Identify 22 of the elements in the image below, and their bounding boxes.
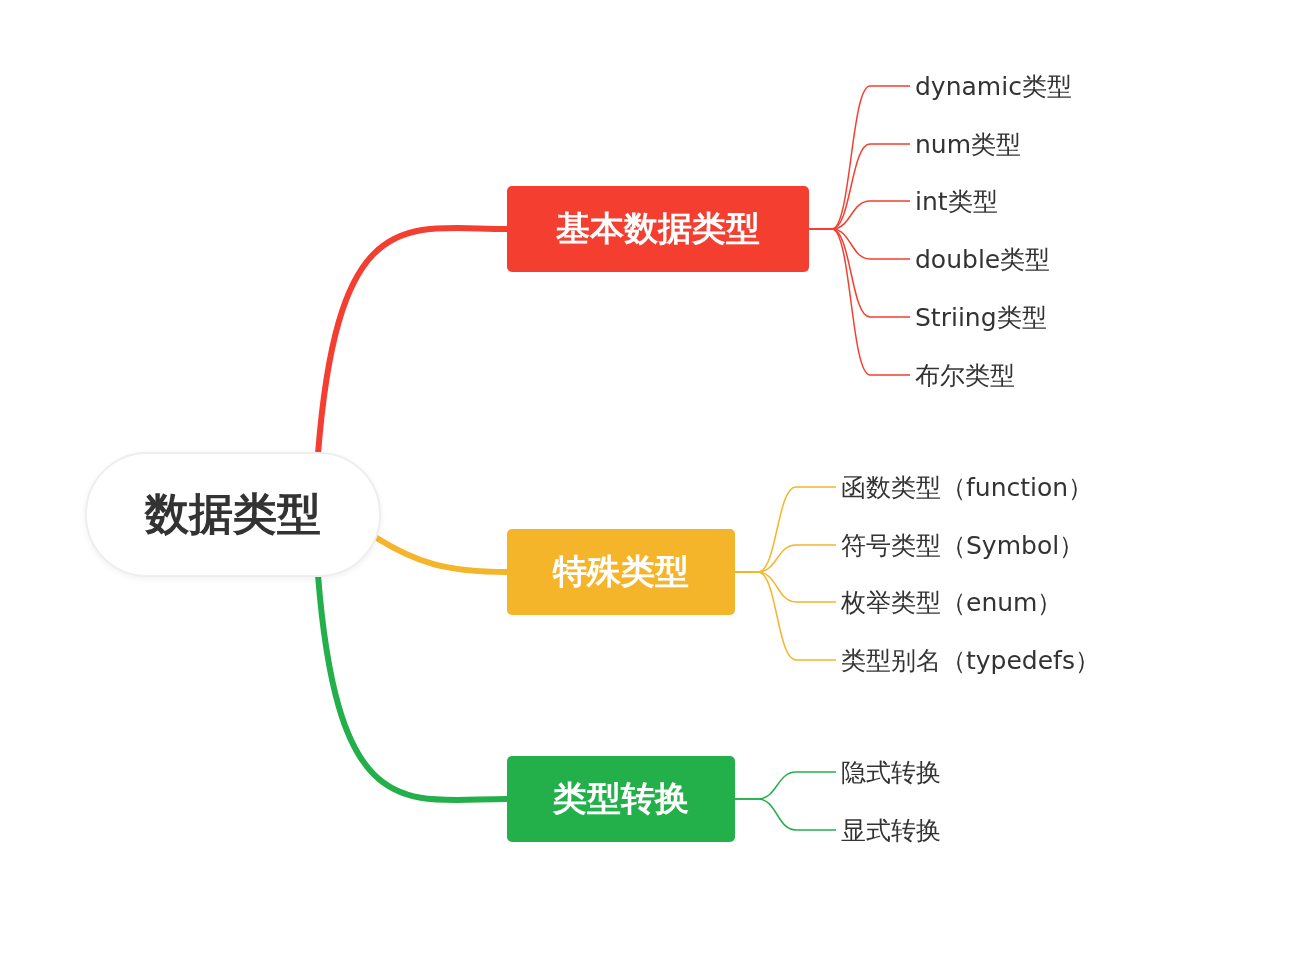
- subtopic-text: 布尔类型: [915, 356, 1015, 394]
- connector-line: [315, 224, 508, 455]
- topic-box: 基本数据类型: [507, 186, 809, 272]
- subtopic-text: 类型别名（typedefs）: [841, 641, 1100, 679]
- central-topic: 数据类型: [85, 452, 381, 577]
- topic-box: 特殊类型: [507, 529, 735, 615]
- subtopic-text: 函数类型（function）: [841, 468, 1094, 506]
- subtopic-text: 枚举类型（enum）: [841, 583, 1063, 621]
- subtopic-text: 隐式转换: [841, 753, 941, 791]
- subtopic-text: 符号类型（Symbol）: [841, 526, 1085, 564]
- subtopic-text: dynamic类型: [915, 67, 1072, 105]
- connector-line: [315, 574, 508, 804]
- connector-line: [734, 571, 837, 661]
- subtopic-text: int类型: [915, 182, 998, 220]
- connector-line: [373, 534, 508, 575]
- connector-line: [808, 228, 911, 376]
- subtopic-text: Striing类型: [915, 298, 1047, 336]
- subtopic-text: 显式转换: [841, 811, 941, 849]
- connector-line: [734, 798, 837, 831]
- subtopic-text: double类型: [915, 240, 1051, 278]
- subtopic-text: num类型: [915, 125, 1022, 163]
- topic-box: 类型转换: [507, 756, 735, 842]
